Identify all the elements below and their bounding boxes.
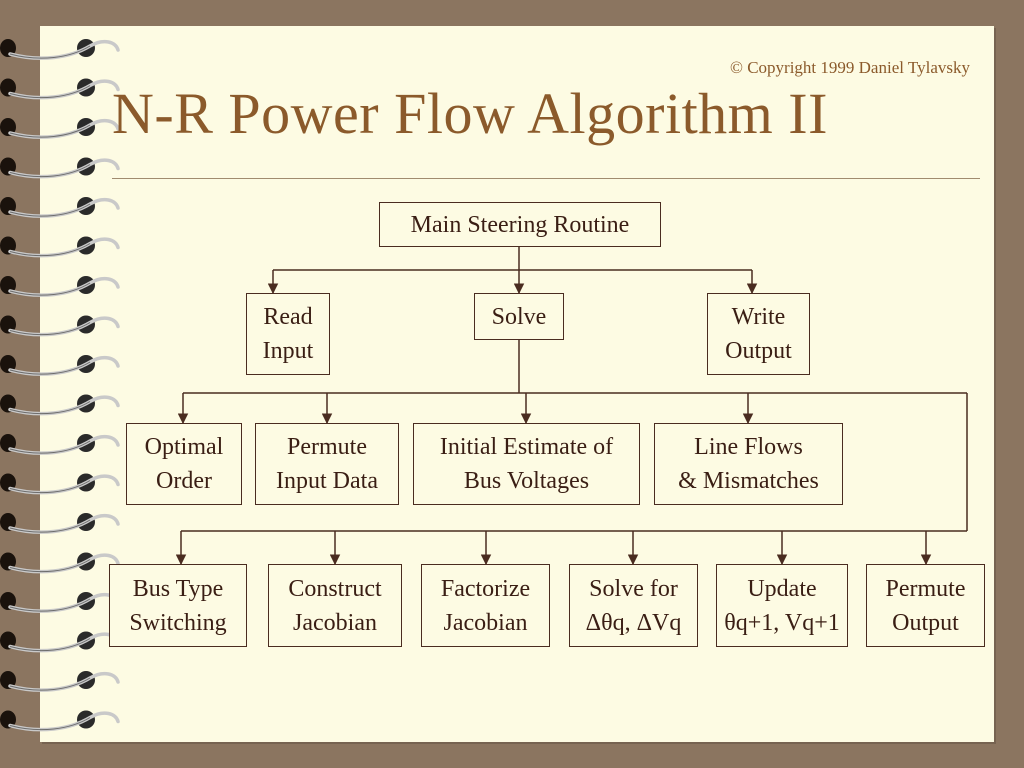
- binding-ring: [0, 355, 120, 376]
- binding-ring: [0, 118, 120, 139]
- slide-title: N-R Power Flow Algorithm II: [112, 81, 828, 146]
- binding-ring: [0, 236, 120, 258]
- binding-ring: [0, 39, 120, 60]
- box-main-steering-routine: Main Steering Routine: [379, 202, 661, 247]
- box-optimal-order: Optimal Order: [126, 423, 242, 505]
- binding-ring: [0, 710, 120, 732]
- box-write-output: Write Output: [707, 293, 810, 375]
- solve-for-formula: Δθq, ΔVq: [585, 609, 682, 636]
- box-initial-estimate: Initial Estimate of Bus Voltages: [413, 423, 640, 505]
- binding-ring: [0, 671, 120, 692]
- binding-ring: [0, 315, 120, 337]
- title-divider: [112, 178, 980, 179]
- box-update: Update θq+1, Vq+1: [716, 564, 848, 647]
- binding-ring: [0, 434, 120, 455]
- binding-ring: [0, 197, 120, 218]
- copyright-notice: © Copyright 1999 Daniel Tylavsky: [730, 58, 970, 77]
- update-formula: θq+1, Vq+1: [724, 609, 840, 636]
- binding-ring: [0, 552, 120, 574]
- box-line-flows-mismatches: Line Flows & Mismatches: [654, 423, 843, 505]
- binding-ring: [0, 276, 120, 297]
- box-construct-jacobian: Construct Jacobian: [268, 564, 402, 647]
- binding-ring: [0, 513, 120, 534]
- binding-ring: [0, 78, 120, 100]
- box-factorize-jacobian: Factorize Jacobian: [421, 564, 550, 647]
- box-permute-output: Permute Output: [866, 564, 985, 647]
- box-solve: Solve: [474, 293, 564, 340]
- box-read-input: Read Input: [246, 293, 330, 375]
- binding-ring: [0, 592, 120, 613]
- binding-ring: [0, 473, 120, 495]
- box-bus-type-switching: Bus Type Switching: [109, 564, 247, 647]
- binding-ring: [0, 157, 120, 179]
- box-solve-for: Solve for Δθq, ΔVq: [569, 564, 698, 647]
- binding-ring: [0, 394, 120, 416]
- box-permute-input-data: Permute Input Data: [255, 423, 399, 505]
